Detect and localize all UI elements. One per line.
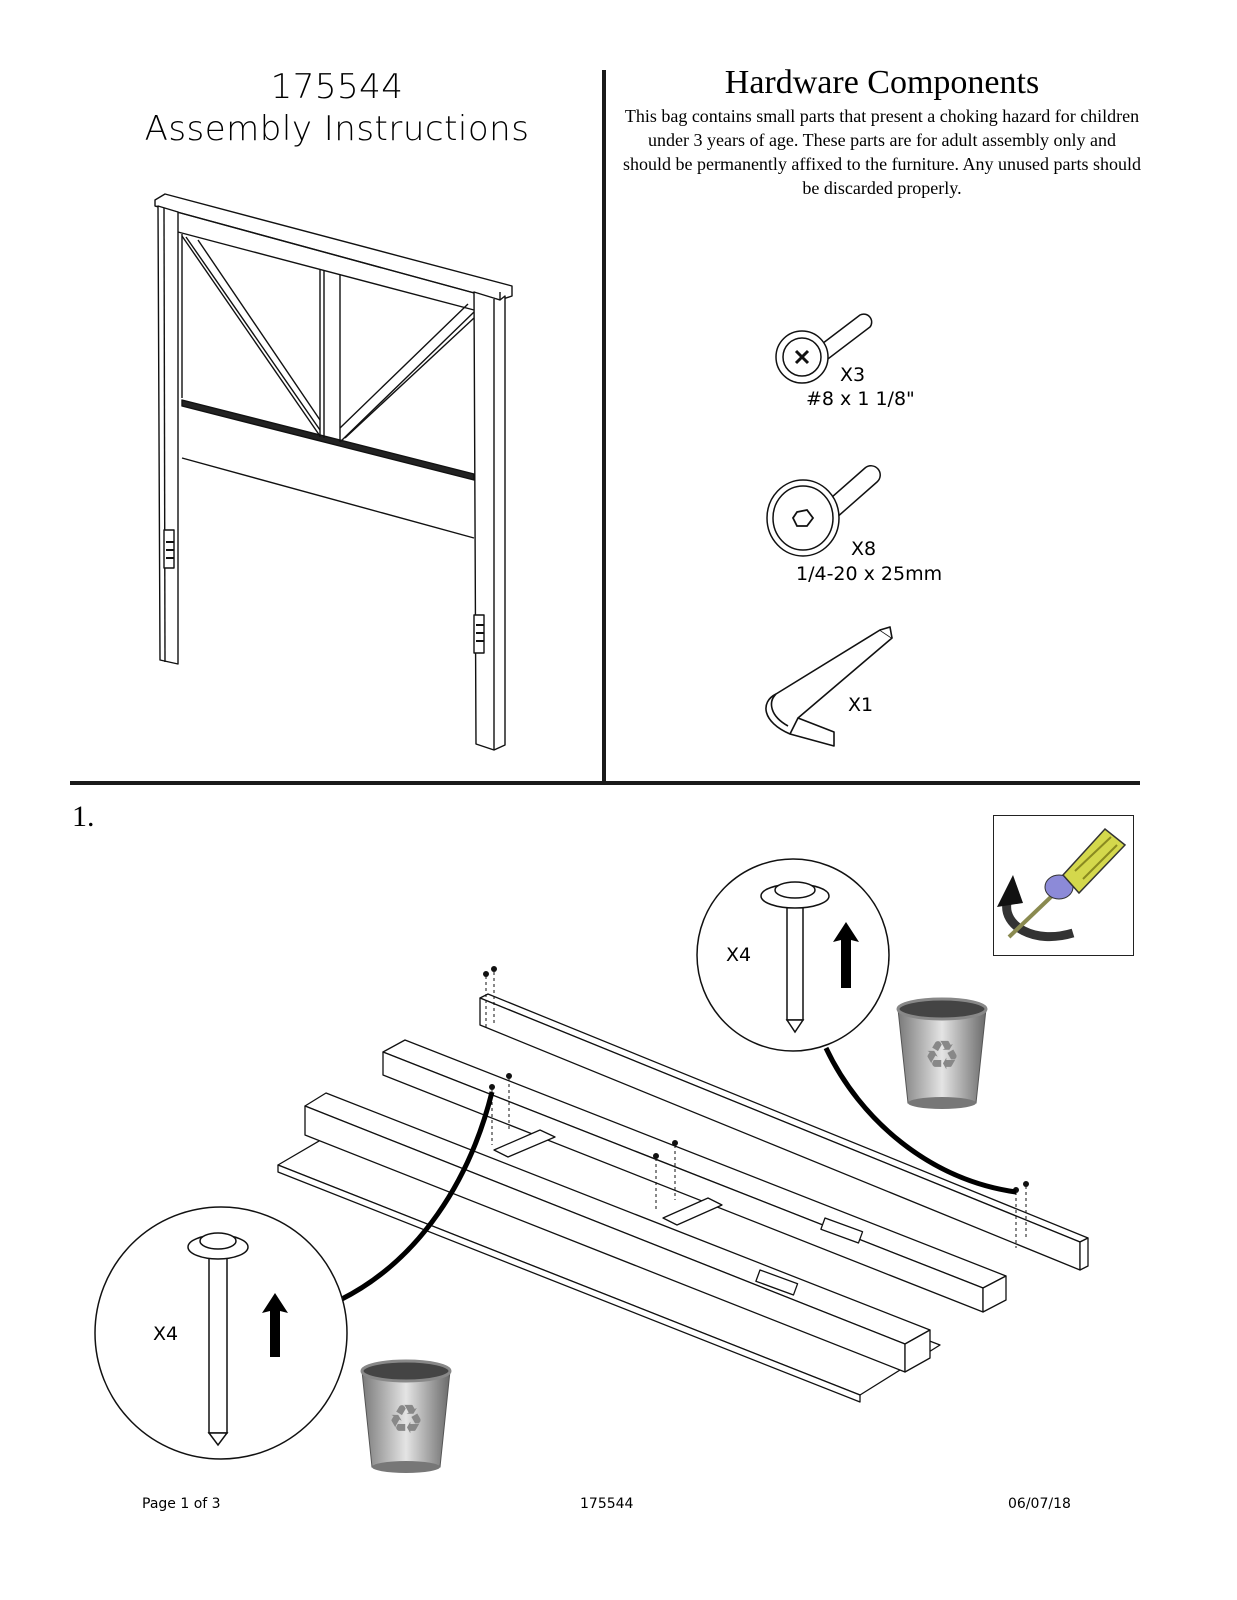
vertical-divider	[602, 70, 606, 782]
svg-text:♻: ♻	[388, 1397, 424, 1443]
screw-detail-icon	[696, 858, 890, 1052]
choking-hazard-warning: This bag contains small parts that prese…	[622, 106, 1142, 198]
svg-text:♻: ♻	[924, 1033, 960, 1079]
model-number: 175544	[270, 67, 404, 107]
page-title: 175544 Assembly Instructions	[72, 66, 602, 150]
allen-key-icon	[765, 626, 893, 747]
recycle-bin-icon: ♻	[896, 997, 988, 1109]
step-number: 1.	[72, 800, 95, 833]
item-3-quantity: X1	[848, 694, 874, 716]
item-1-size: #8 x 1 1/8"	[806, 388, 915, 410]
screwdriver-counterclockwise-icon	[997, 827, 1127, 942]
item-2-quantity: X8	[851, 538, 877, 560]
tool-box	[993, 815, 1134, 956]
screw-detail-icon	[94, 1206, 348, 1460]
callout-upper-quantity: X4	[726, 944, 752, 966]
footer-date: 06/07/18	[1008, 1496, 1071, 1512]
item-2-size: 1/4-20 x 25mm	[796, 563, 943, 585]
phillips-screw-icon	[775, 313, 873, 384]
recycle-bin-icon: ♻	[360, 1359, 452, 1473]
hardware-title: Hardware Components	[724, 64, 1040, 101]
callout-lower-quantity: X4	[153, 1323, 179, 1345]
item-1-quantity: X3	[840, 364, 866, 386]
footer-doc-number: 175544	[580, 1496, 634, 1512]
horizontal-divider	[70, 781, 1140, 785]
page-indicator: Page 1 of 3	[142, 1496, 221, 1512]
hex-bolt-icon	[766, 465, 881, 557]
title-text: Assembly Instructions	[144, 109, 530, 149]
